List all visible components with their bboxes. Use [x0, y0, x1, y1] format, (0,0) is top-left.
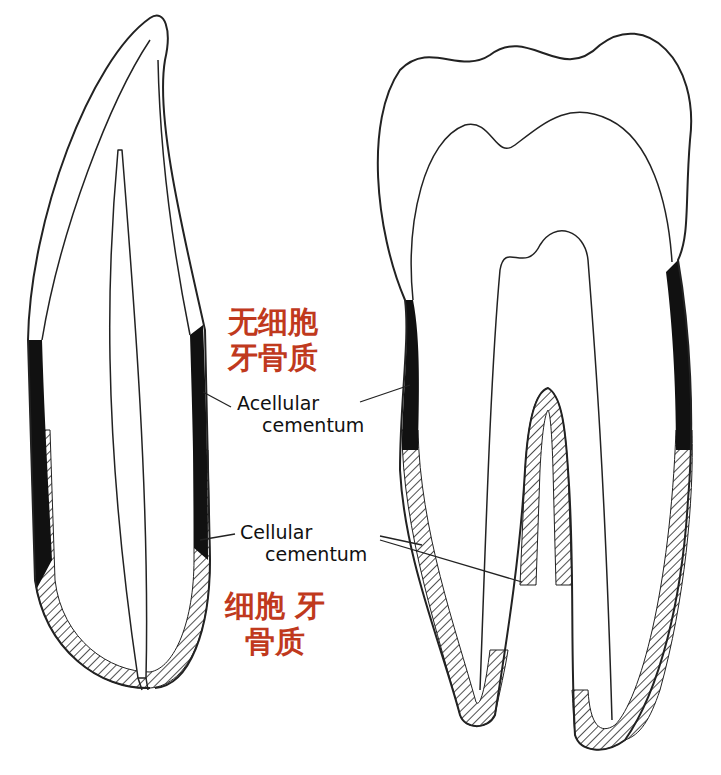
chinese-label: 细胞 牙骨质 — [224, 588, 326, 660]
chinese-label: 无细胞 牙骨质 — [222, 304, 324, 376]
molar-drawing — [378, 34, 692, 750]
leader-lines — [200, 385, 522, 582]
part-label: Acellular cementum — [237, 393, 392, 437]
part-label: Cellular cementum — [240, 522, 395, 566]
incisor-drawing — [28, 16, 210, 690]
